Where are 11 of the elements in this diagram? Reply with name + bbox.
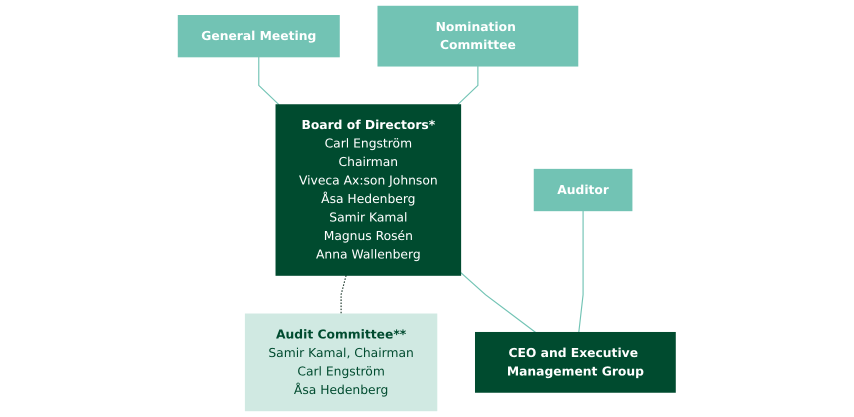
connector bbox=[578, 210, 584, 332]
node-box: Board of Directors* Carl Engström Chairman Viveca Ax:son Johnson Åsa Hedenberg Samir Kamal Magnus Rosén Anna Wallenberg bbox=[276, 104, 462, 276]
connector bbox=[258, 56, 280, 106]
connector bbox=[458, 66, 479, 106]
connector bbox=[460, 272, 536, 333]
node-box: Nomination Committee bbox=[378, 6, 578, 67]
node-box: Audit Committee** Samir Kamal, Chairman Carl Engström Åsa Hedenberg bbox=[245, 314, 438, 412]
connector bbox=[340, 275, 347, 314]
node-box: CEO and Executive Management Group bbox=[475, 332, 676, 393]
node-box: General Meeting bbox=[178, 15, 340, 58]
node-box: Auditor bbox=[534, 168, 633, 212]
